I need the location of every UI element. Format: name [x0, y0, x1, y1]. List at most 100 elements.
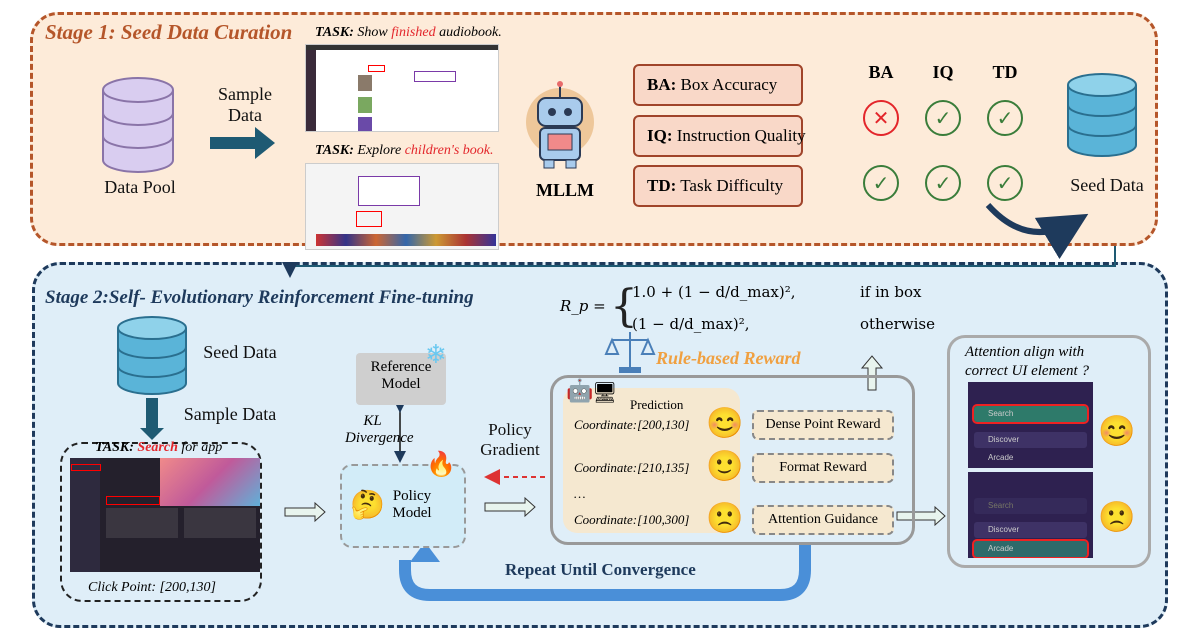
question-line: Attention align with: [965, 344, 1085, 360]
sample-label: Sample: [218, 84, 272, 104]
kl-label: KL: [363, 413, 382, 429]
formula-brace: {: [610, 281, 638, 332]
coordinate-text: …: [574, 486, 586, 501]
criterion-label: Instruction Quality: [676, 126, 806, 145]
seed-data-label-2: Seed Data: [203, 342, 277, 362]
formula-cond2: otherwise: [860, 315, 935, 333]
criterion-abbr: BA:: [647, 75, 677, 94]
ui-arcade: Arcade: [972, 539, 1089, 558]
criterion-abbr: TD:: [647, 176, 677, 195]
coordinate-text: Coordinate:[210,135]: [574, 460, 690, 475]
reward-formula: R_p = { 1.0 + (1 − d/d_max)², if in box …: [560, 277, 940, 341]
task-text: audiobook.: [439, 25, 502, 40]
check-icon: ✓: [987, 165, 1023, 201]
fire-icon: 🔥: [426, 452, 456, 478]
criterion-td: TD: Task Difficulty: [633, 165, 803, 207]
ui-search: Search: [972, 404, 1089, 424]
to-attention-arrow: [896, 505, 946, 527]
ui-bad-attention: Search Discover Arcade: [968, 472, 1093, 558]
formula-case1: 1.0 + (1 − d/d_max)²,: [632, 283, 796, 301]
ui-search: Search: [974, 498, 1087, 514]
criterion-label: Box Accuracy: [680, 75, 778, 94]
task-text: Explore: [357, 143, 402, 158]
data-pool-icon: [102, 77, 174, 173]
robot-icon: [526, 81, 594, 169]
gradient-label: Policy: [488, 420, 532, 439]
ref-label: Model: [381, 376, 421, 392]
robot-computer-icon: 🤖: [566, 378, 594, 403]
screenshot-appstore: [70, 458, 260, 572]
to-policy-arrow: [284, 501, 326, 523]
column-td: TD: [992, 62, 1018, 82]
sample-data-label-2: Sample Data: [183, 404, 277, 424]
task-box: [60, 442, 262, 602]
policy-label: Model: [392, 505, 432, 521]
dense-point-reward: Dense Point Reward: [752, 410, 894, 440]
rule-based-reward-title: Rule-based Reward: [656, 348, 801, 368]
data-pool-label: Data Pool: [104, 177, 176, 197]
task-text: Show: [357, 25, 388, 40]
task-prefix: TASK:: [95, 440, 134, 455]
ui-arcade: Arcade: [988, 453, 1014, 462]
mllm-label: MLLM: [536, 180, 594, 200]
ui-discover: Discover: [974, 522, 1087, 538]
thinking-person-icon: 🤔: [350, 490, 385, 521]
check-icon: ✓: [925, 165, 961, 201]
criterion-iq: IQ: Instruction Quality: [633, 115, 806, 157]
criterion-ba: BA: Box Accuracy: [633, 64, 803, 106]
task-text: for app: [181, 440, 223, 455]
data-label: Data: [228, 105, 262, 125]
up-arrow: [860, 355, 884, 391]
scales-icon: [604, 332, 656, 373]
check-icon: ✓: [863, 165, 899, 201]
gradient-label: Gradient: [480, 440, 540, 459]
formula-case2: (1 − d/d_max)²,: [632, 315, 750, 333]
kl-label: Divergence: [345, 430, 414, 446]
policy-label: Policy: [392, 488, 432, 504]
sample-down-arrow: [140, 398, 164, 440]
check-icon: ✓: [925, 100, 961, 136]
attention-panel: [947, 335, 1151, 568]
stage-connector: [282, 246, 1116, 278]
monitor-icon: 🖥: [592, 382, 618, 404]
criterion-label: Task Difficulty: [680, 176, 784, 195]
task-prefix: TASK:: [315, 143, 354, 158]
ref-label: Reference: [370, 359, 432, 375]
formula-lhs: R_p =: [560, 297, 606, 315]
coordinate-text: Coordinate:[200,130]: [574, 417, 690, 432]
seed-data-label: Seed Data: [1070, 175, 1144, 195]
snowflake-icon: ❄: [425, 340, 447, 369]
criterion-abbr: IQ:: [647, 126, 673, 145]
repeat-loop-arrow: [399, 545, 811, 601]
ui-discover: Discover: [974, 432, 1087, 448]
question-line: correct UI element ?: [965, 363, 1089, 379]
column-ba: BA: [868, 62, 894, 82]
reward-panel: [550, 375, 915, 545]
format-reward: Format Reward: [752, 453, 894, 483]
ui-good-attention: Search Discover Arcade: [968, 382, 1093, 468]
screenshot-library: [305, 44, 499, 132]
stage1-title: Stage 1: Seed Data Curation: [45, 20, 293, 44]
to-reward-arrow: [484, 496, 536, 518]
attention-question: Attention align with correct UI element ?: [965, 343, 1089, 381]
task-highlight: finished: [391, 25, 436, 40]
seed-data-icon: [1067, 73, 1137, 157]
seed-data-icon-2: [117, 316, 187, 395]
task-highlight: children's book.: [404, 143, 494, 158]
column-iq: IQ: [932, 62, 954, 82]
prediction-label: Prediction: [630, 397, 684, 412]
emoji-icon: 🙂: [706, 450, 744, 483]
coordinate-text: Coordinate:[100,300]: [574, 512, 690, 527]
task-highlight: Search: [137, 440, 178, 455]
task2: TASK: Explore children's book.: [315, 143, 494, 159]
prediction-panel: [563, 388, 740, 533]
sample-arrow: [210, 127, 275, 159]
happy-emoji-icon: 😊: [1098, 415, 1136, 448]
task-search: TASK: Search for app: [95, 440, 222, 456]
formula-cond1: if in box: [860, 283, 922, 301]
